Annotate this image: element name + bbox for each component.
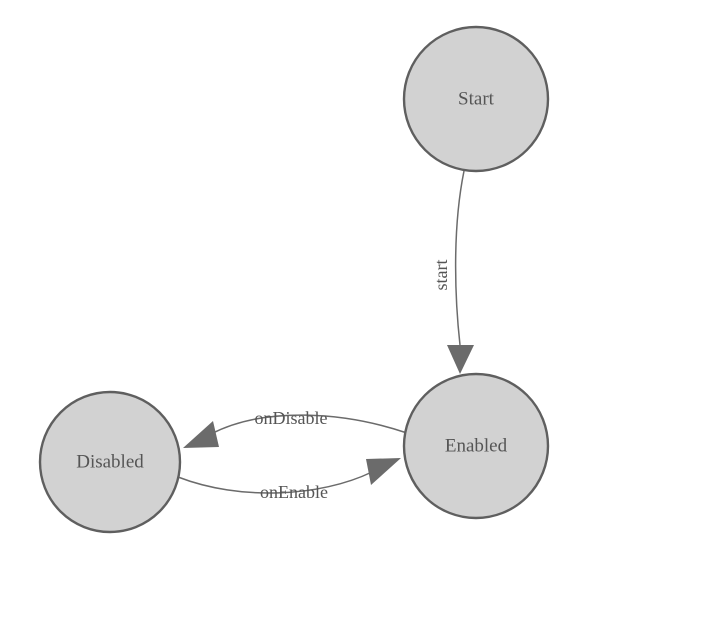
node-disabled-label: Disabled [76, 451, 144, 472]
edge-label-start: start [431, 260, 451, 291]
edge-disabled-to-enabled-line [177, 471, 373, 494]
edge-enabled-to-disabled[interactable]: onDisable [183, 408, 408, 448]
node-start-label: Start [458, 88, 495, 109]
edge-start-to-enabled[interactable]: start [431, 170, 474, 374]
edge-enabled-to-disabled-line [210, 414, 408, 435]
node-disabled[interactable]: Disabled [38, 390, 182, 534]
node-enabled-label: Enabled [445, 435, 508, 456]
arrowhead-left-icon [183, 421, 219, 448]
edge-label-onenable: onEnable [260, 482, 328, 502]
node-enabled-circle [402, 372, 550, 520]
arrowhead-down-icon [447, 345, 474, 374]
arrowhead-right-icon [366, 458, 401, 485]
node-disabled-circle [38, 390, 182, 534]
edge-start-to-enabled-line [454, 170, 465, 346]
node-enabled[interactable]: Enabled [402, 372, 550, 520]
node-start-circle [402, 25, 550, 173]
edge-label-ondisable: onDisable [255, 408, 328, 428]
edge-disabled-to-enabled[interactable]: onEnable [177, 458, 401, 502]
node-start[interactable]: Start [402, 25, 550, 173]
